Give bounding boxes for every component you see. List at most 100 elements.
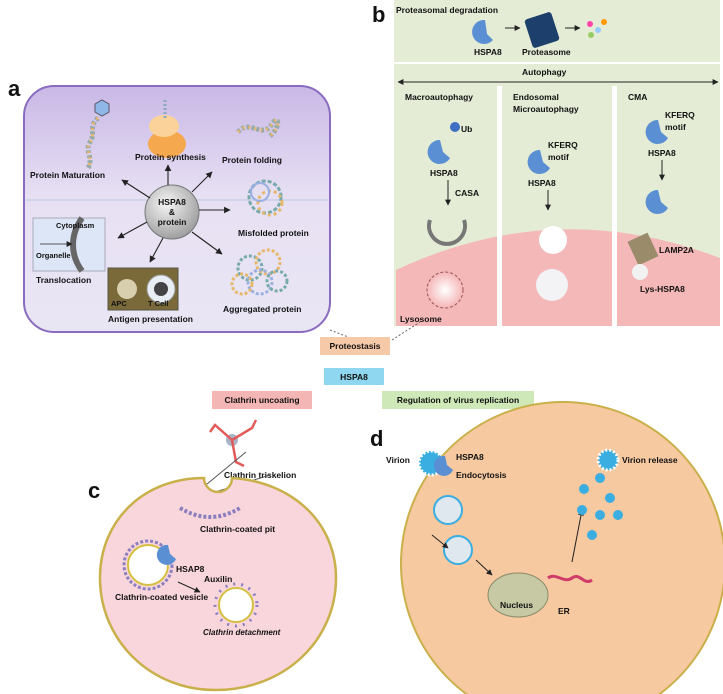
svg-text:APC: APC [111, 299, 127, 308]
panel-d-hspa8-label: HSPA8 [456, 452, 484, 462]
auxilin-label: Auxilin [204, 574, 232, 584]
virion-hspa8-icon [433, 455, 453, 476]
lamp2a-label: LAMP2A [659, 245, 694, 255]
clathrin-detachment-icon [213, 582, 259, 628]
hsap8-label: HSAP8 [176, 564, 205, 574]
d-arrow-1 [431, 534, 449, 549]
virus-regulation-box [382, 391, 534, 409]
virion-release-label: Virion release [622, 455, 678, 465]
cma-hspa8-icon-2 [645, 189, 668, 214]
aggregated-protein-label: Aggregated protein [223, 304, 301, 314]
antigen-presentation-label: Antigen presentation [108, 314, 193, 324]
cma-kferq-2: motif [665, 122, 686, 132]
nucleus-icon [487, 572, 549, 618]
d-arrow-2 [475, 559, 493, 576]
svg-text:protein: protein [158, 217, 187, 227]
released-virions-icon [577, 473, 623, 540]
detach-arrow [177, 581, 201, 593]
ub-label: Ub [461, 124, 472, 134]
nucleus-label: Nucleus [500, 600, 533, 610]
virion-label: Virion [386, 455, 410, 465]
lys-hspa8-icon [632, 264, 648, 280]
protein-maturation-label: Protein Maturation [30, 170, 105, 180]
misfolded-protein-label: Misfolded protein [238, 228, 309, 238]
hsap8-icon [156, 544, 176, 565]
clathrin-triskelion-label: Clathrin triskelion [224, 470, 296, 480]
macro-hspa8-label: HSPA8 [430, 168, 458, 178]
connector-a [329, 329, 357, 341]
protein-maturation-chain-icon [85, 99, 110, 170]
endo-hspa8-icon [527, 149, 550, 174]
released-virion-icon [596, 448, 620, 472]
lamp2a-icon [627, 232, 659, 266]
panel-d-label: d [370, 426, 383, 451]
proteasomal-degradation-label: Proteasomal degradation [396, 5, 498, 15]
ribosome-icon [148, 100, 186, 158]
hspa8-center-box [324, 368, 384, 385]
macro-hspa8-icon [427, 139, 450, 164]
translocation-box: Cytoplasm Organelle [32, 216, 106, 273]
endosomal-label-1: Endosomal [513, 92, 559, 102]
clathrin-detachment-label: Clathrin detachment [203, 628, 281, 637]
protein-synthesis-label: Protein synthesis [135, 152, 206, 162]
proteasome-label: Proteasome [522, 47, 571, 57]
casa-label: CASA [455, 188, 479, 198]
panel-a-label: a [8, 76, 21, 101]
aggregated-protein-icon [230, 248, 289, 296]
endosome-d2-icon [443, 535, 473, 565]
misfolded-protein-icon [247, 179, 284, 217]
endosome-d-icon [433, 495, 463, 525]
protein-folding-label: Protein folding [222, 155, 282, 165]
endosomal-kferq-1: KFERQ [548, 140, 578, 150]
clathrin-coated-vesicle-label: Clathrin-coated vesicle [115, 592, 208, 602]
panel-c-label: c [88, 478, 100, 503]
cma-hspa8-icon [645, 119, 668, 144]
coated-pit-icon [178, 506, 242, 519]
hspa8-center-label: HSPA8 [340, 372, 368, 382]
endosomal-label-2: Microautophagy [513, 104, 579, 114]
cma-label: CMA [628, 92, 647, 102]
endosome-icon [539, 226, 567, 254]
endosome-lumen-icon [536, 269, 568, 301]
svg-text:HSPA8: HSPA8 [158, 197, 186, 207]
clathrin-coated-vesicle-icon [122, 539, 174, 591]
hspa8-protein-hub: HSPA8 & protein [144, 184, 200, 240]
endo-hspa8-label: HSPA8 [528, 178, 556, 188]
clathrin-triskelion-icon [208, 419, 258, 468]
virus-regulation-label: Regulation of virus replication [397, 395, 519, 405]
cma-hspa8-label: HSPA8 [648, 148, 676, 158]
autophagy-label: Autophagy [522, 67, 567, 77]
cell-d [400, 401, 723, 694]
ub-icon [450, 122, 460, 132]
svg-text:T Cell: T Cell [148, 299, 168, 308]
er-icon [547, 574, 593, 583]
svg-text:&: & [169, 207, 175, 217]
macroautophagy-label: Macroautophagy [405, 92, 473, 102]
cell-c [98, 476, 338, 692]
er-label: ER [558, 606, 570, 616]
protein-folding-icon [236, 117, 281, 138]
panel-b-label: b [372, 2, 385, 27]
endosomal-kferq-2: motif [548, 152, 569, 162]
lysosome-label: Lysosome [400, 314, 442, 324]
d-arrow-3 [571, 509, 584, 563]
proteostasis-box [320, 337, 390, 355]
lys-hspa8-label: Lys-HSPA8 [640, 284, 685, 294]
proteasome-hspa8-label: HSPA8 [474, 47, 502, 57]
endocytosis-label: Endocytosis [456, 470, 507, 480]
antigen-presentation-box: APC T Cell [107, 267, 179, 311]
phagophore-icon [427, 219, 467, 246]
svg-text:Organelle: Organelle [36, 251, 71, 260]
proteasome-icon [472, 12, 607, 48]
lysosome-icon [426, 271, 464, 309]
clathrin-uncoating-box [212, 391, 312, 409]
translocation-label: Translocation [36, 275, 91, 285]
proteostasis-label: Proteostasis [329, 341, 380, 351]
cma-kferq-1: KFERQ [665, 110, 695, 120]
clathrin-coated-pit-label: Clathrin-coated pit [200, 524, 275, 534]
clathrin-uncoating-label: Clathrin uncoating [224, 395, 299, 405]
svg-text:Cytoplasm: Cytoplasm [56, 221, 95, 230]
divider-1 [497, 86, 502, 326]
divider-2 [612, 86, 617, 326]
